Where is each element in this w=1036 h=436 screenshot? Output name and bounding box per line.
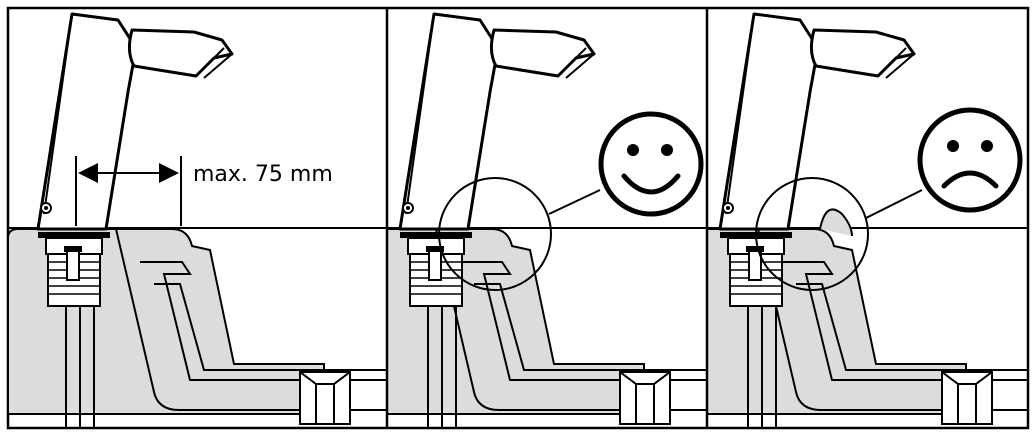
panel-2 [388, 12, 706, 428]
panel-1: max. 75 mm [8, 12, 386, 428]
panel-3 [708, 12, 1028, 428]
smiley-face-icon [598, 111, 704, 217]
dimension-arrow-right-icon [159, 163, 179, 183]
dimension-arrow-left-icon [78, 163, 98, 183]
detail-circle [755, 177, 869, 291]
detail-circle [438, 177, 552, 291]
sad-face-icon [917, 107, 1023, 213]
dimension-label: max. 75 mm [193, 162, 333, 187]
overlap-bulge [819, 208, 853, 237]
